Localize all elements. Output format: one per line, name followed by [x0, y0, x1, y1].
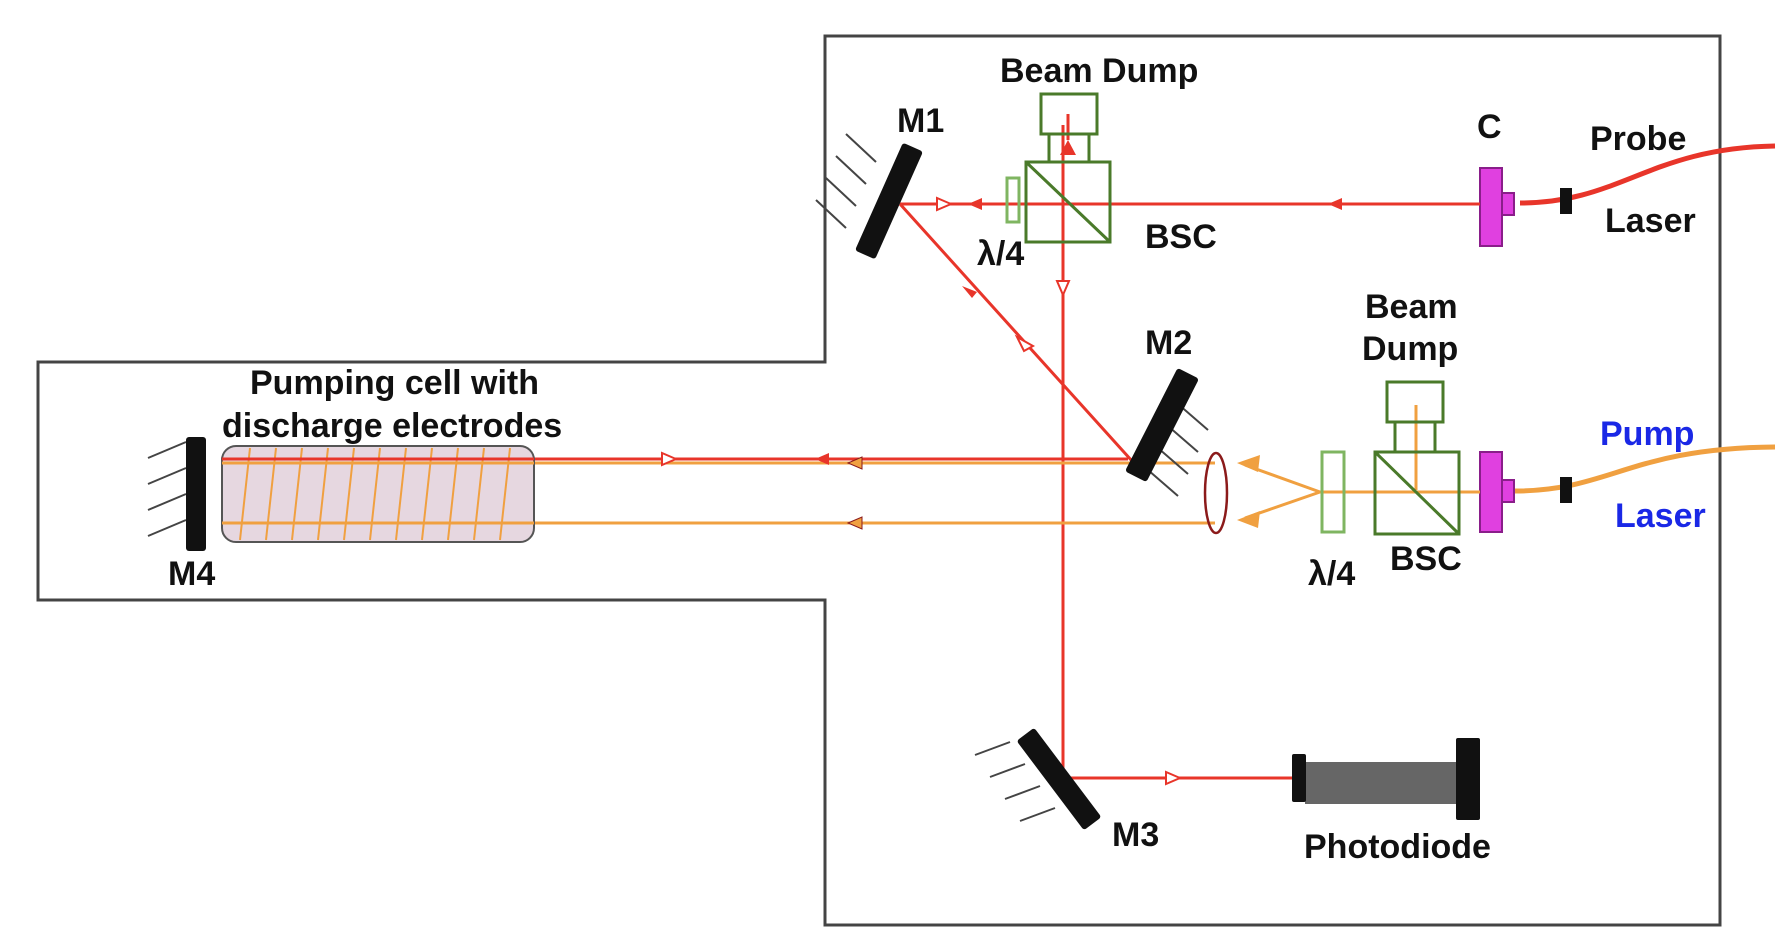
pump-fiber	[1514, 444, 1776, 494]
label-beam-dump-right-2: Dump	[1362, 330, 1458, 368]
mirror-m1	[815, 133, 923, 259]
photodiode	[1292, 738, 1480, 820]
enclosure-outline	[36, 34, 1722, 927]
beam-direction-arrows	[661, 196, 1342, 786]
pump-arrow-lower	[1237, 511, 1260, 528]
label-m3: M3	[1112, 816, 1159, 854]
label-m1: M1	[897, 102, 944, 140]
label-m2: M2	[1145, 324, 1192, 362]
label-lambda4-bottom: λ/4	[1308, 555, 1355, 593]
mirror-m2	[1126, 368, 1209, 497]
mirror-m3	[974, 728, 1101, 830]
label-c: C	[1477, 108, 1502, 146]
probe-fiber-connector	[1560, 188, 1572, 214]
pumping-cell	[221, 445, 535, 543]
top-bsc-cube	[1024, 160, 1112, 244]
top-dump-arrow	[1060, 140, 1076, 155]
label-pump: Pump	[1600, 415, 1694, 453]
label-cell-line2: discharge electrodes	[222, 407, 562, 445]
pump-arrow-upper	[1237, 455, 1260, 472]
bottom-waveplate	[1320, 450, 1346, 534]
label-photodiode: Photodiode	[1304, 828, 1491, 866]
label-beam-dump-right-1: Beam	[1365, 288, 1458, 326]
label-m4: M4	[168, 555, 215, 593]
label-cell-line1: Pumping cell with	[250, 364, 539, 402]
label-bsc-top: BSC	[1145, 218, 1217, 256]
top-beam-dump	[1039, 92, 1099, 164]
mirror-m4	[147, 437, 206, 551]
probe-fiber	[1519, 143, 1776, 206]
label-bsc-bottom: BSC	[1390, 540, 1462, 578]
label-probe-laser: Laser	[1605, 202, 1696, 240]
label-probe: Probe	[1590, 120, 1686, 158]
bottom-beam-dump	[1385, 380, 1445, 454]
top-waveplate	[1005, 176, 1021, 224]
label-lambda4-top: λ/4	[977, 235, 1024, 273]
probe-collimator	[1479, 167, 1515, 247]
pump-fiber-connector	[1560, 477, 1572, 503]
label-beam-dump-top: Beam Dump	[1000, 52, 1198, 90]
pump-collimator	[1479, 451, 1515, 533]
lens	[1203, 451, 1229, 535]
label-pump-laser: Laser	[1615, 497, 1706, 535]
